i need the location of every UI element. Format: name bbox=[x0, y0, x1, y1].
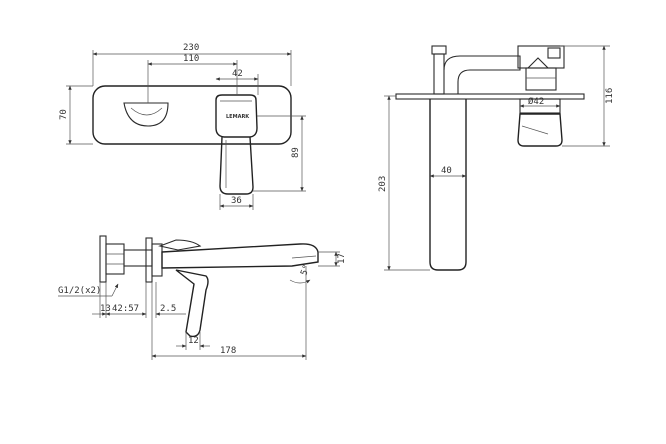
handle-cap bbox=[215, 94, 258, 138]
dim-40: 40 bbox=[441, 166, 452, 176]
dim-36: 36 bbox=[231, 196, 242, 206]
dim-178: 178 bbox=[220, 346, 236, 356]
dim-89: 89 bbox=[291, 147, 301, 158]
side-lever bbox=[175, 269, 209, 338]
spout-body bbox=[429, 99, 467, 271]
dim-2-5: 2.5 bbox=[160, 304, 176, 314]
thread-label: G1/2(x2) bbox=[58, 286, 101, 296]
dim-70: 70 bbox=[59, 109, 69, 120]
right-view: Ø42 116 203 40 bbox=[378, 45, 615, 271]
dim-dia-42: Ø42 bbox=[528, 96, 544, 107]
spout bbox=[161, 243, 319, 269]
spout-outlet bbox=[123, 102, 169, 127]
dim-230: 230 bbox=[183, 43, 199, 53]
dim-42: 42 bbox=[232, 69, 243, 79]
dim-17: 17 bbox=[337, 253, 347, 264]
dim-110: 110 bbox=[183, 54, 199, 64]
dim-12: 12 bbox=[188, 336, 199, 346]
dim-13: 13 bbox=[100, 304, 111, 314]
wall-plate bbox=[92, 85, 292, 145]
front-view: LEMARK 230 110 42 70 89 36 bbox=[59, 43, 306, 210]
dim-203: 203 bbox=[378, 176, 388, 192]
side-view: 17 5° G1/2(x2) 13 42:57 2.5 12 178 bbox=[58, 235, 347, 360]
dim-42-57: 42:57 bbox=[112, 304, 139, 314]
handle-side bbox=[517, 113, 563, 147]
handle-lever bbox=[219, 136, 254, 195]
logo-text: LEMARK bbox=[226, 114, 250, 120]
dim-116: 116 bbox=[605, 88, 615, 104]
right-wall-plate bbox=[395, 93, 585, 100]
